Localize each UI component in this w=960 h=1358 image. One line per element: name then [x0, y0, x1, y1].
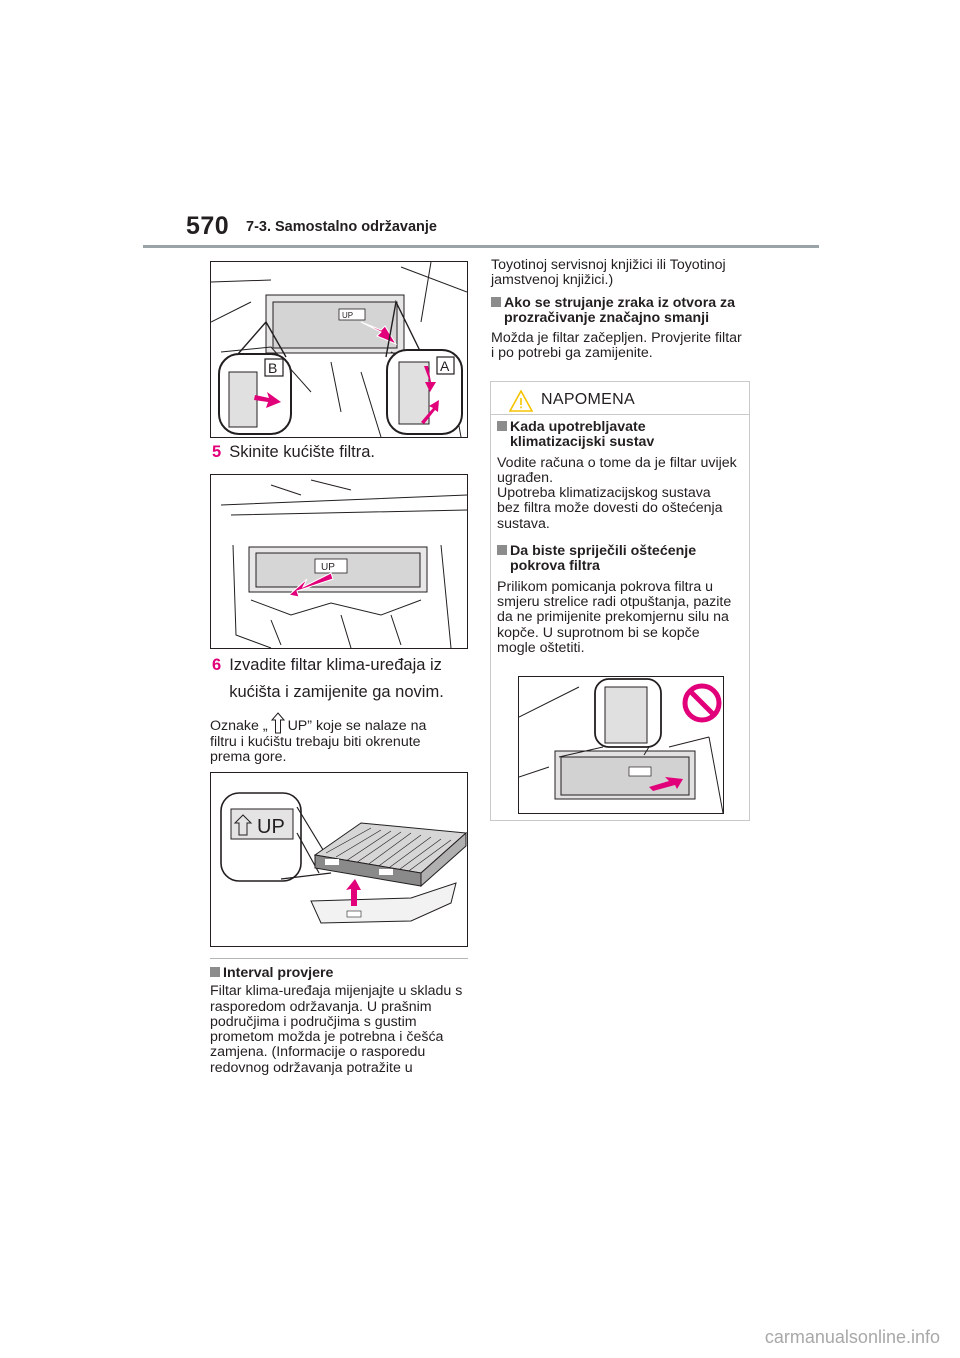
- bullet-icon: [491, 297, 501, 307]
- step-text-line1: Izvadite filtar klima-uređaja iz: [229, 656, 442, 674]
- airflow-text-line: Možda je filtar začepljen. Provjerite fi…: [491, 329, 742, 346]
- interval-line: redovnog održavanja potražite u: [210, 1059, 413, 1076]
- watermark: carmanualsonline.info: [764, 1327, 940, 1347]
- insert-arrow-icon: [346, 879, 361, 906]
- bullet-icon: [497, 421, 507, 431]
- pull-arrow-icon: [360, 321, 398, 346]
- arrow-b-icon: [254, 392, 281, 408]
- interval-line: Filtar klima-uređaja mijenjajte u skladu…: [210, 983, 463, 1000]
- notice-heading-line: Kada upotrebljavate: [510, 419, 646, 435]
- slide-out-arrow-icon: [287, 572, 334, 598]
- step-text-line2: kućišta i zamijenite ga novim.: [229, 683, 444, 701]
- figure-up-tag: UP: [321, 562, 335, 573]
- figure-up-tag-small: UP: [342, 311, 353, 320]
- interval-line: područjima i područjima s gustim: [210, 1013, 417, 1030]
- step-number: 6: [212, 656, 222, 674]
- up-arrow-icon: [270, 712, 285, 734]
- notice-line: sustava.: [497, 515, 550, 532]
- up-note-line: prema gore.: [210, 749, 287, 766]
- arrow-a-up-icon: [421, 400, 439, 424]
- notice-line: Vodite računa o tome da je filtar uvijek: [497, 454, 737, 471]
- interval-line: zamjena. (Informacije o rasporedu: [210, 1044, 426, 1061]
- up-arrow-icon: [233, 814, 253, 836]
- notice-line: mogle oštetiti.: [497, 639, 585, 656]
- bullet-icon: [210, 967, 220, 977]
- section-title: 7-3. Samostalno održavanje: [246, 219, 437, 235]
- header-rule: [143, 245, 819, 248]
- bullet-icon: [497, 545, 507, 556]
- step-number: 5: [212, 443, 222, 461]
- notice-heading-line: Da biste spriječili oštećenje: [510, 543, 697, 560]
- warning-triangle-icon: [509, 390, 533, 412]
- notice-line: Prilikom pomicanja pokrova filtra u: [497, 578, 714, 595]
- notice-line: smjeru strelice radi otpuštanja, pazite: [497, 593, 732, 610]
- figure-filter-up-marks: UP: [210, 772, 468, 947]
- airflow-section: Ako se strujanje zraka iz otvora za proz…: [491, 295, 761, 361]
- interval-line: prometom možda je potrebna i češća: [210, 1029, 444, 1046]
- up-note-text-before: Oznake „: [210, 717, 268, 734]
- continuation-line: Toyotinoj servisnoj knjižici ili Toyotin…: [491, 257, 726, 273]
- figure-cover-release: UP B A: [210, 261, 468, 438]
- step-text: Skinite kućište filtra.: [229, 443, 375, 461]
- step-6: 6 Izvadite filtar klima-uređaja iz kućišta…: [212, 654, 444, 704]
- callout-a-label: A: [440, 358, 450, 374]
- notice-line: kopče. U suprotnom bi se kopče: [497, 624, 700, 641]
- prohibition-icon: [682, 683, 722, 723]
- notice-box: NAPOMENA Kada upotrebljavate klimatizaci…: [490, 381, 750, 821]
- airflow-heading-line: Ako se strujanje zraka iz otvora za: [504, 295, 736, 311]
- airflow-text-line: i po potrebi ga zamijenite.: [491, 344, 653, 361]
- arrow-a-down-icon: [424, 366, 436, 392]
- notice-line: da ne primijenite prekomjernu silu na: [497, 609, 729, 626]
- step-5: 5 Skinite kućište filtra.: [212, 441, 375, 464]
- notice-title: NAPOMENA: [541, 391, 635, 408]
- interval-line: rasporedom održavanja. U prašnim: [210, 998, 432, 1015]
- section-divider: [210, 958, 468, 959]
- page-number: 570: [186, 212, 230, 240]
- figure-up-tag-large: UP: [257, 816, 285, 838]
- airflow-heading-line: prozračivanje značajno smanji: [504, 310, 710, 327]
- up-note-text-after: UP” koje se nalaze na: [287, 717, 427, 734]
- continuation-text: Toyotinoj servisnoj knjižici ili Toyotin…: [491, 257, 761, 289]
- figure-housing-removal: UP: [210, 474, 468, 649]
- up-orientation-note: Oznake „ UP” koje se nalaze na filtru i …: [210, 712, 470, 766]
- continuation-line: jamstvenoj knjižici.): [491, 272, 614, 289]
- notice-line: Upotreba klimatizacijskog sustava: [497, 485, 711, 502]
- notice-heading-line: pokrova filtra: [510, 558, 600, 575]
- callout-b-label: B: [268, 360, 277, 376]
- up-note-line: filtru i kućištu trebaju biti okrenute: [210, 734, 421, 750]
- push-arrow-icon: [649, 777, 683, 791]
- notice-line: bez filtra može dovesti do oštećenja: [497, 500, 723, 517]
- notice-line: ugrađen.: [497, 469, 554, 486]
- interval-section: Interval provjere Filtar klima-uređaja m…: [210, 965, 472, 1076]
- figure-clip-warning: [518, 676, 724, 814]
- interval-heading: Interval provjere: [223, 965, 334, 981]
- notice-heading-line: klimatizacijski sustav: [510, 434, 655, 451]
